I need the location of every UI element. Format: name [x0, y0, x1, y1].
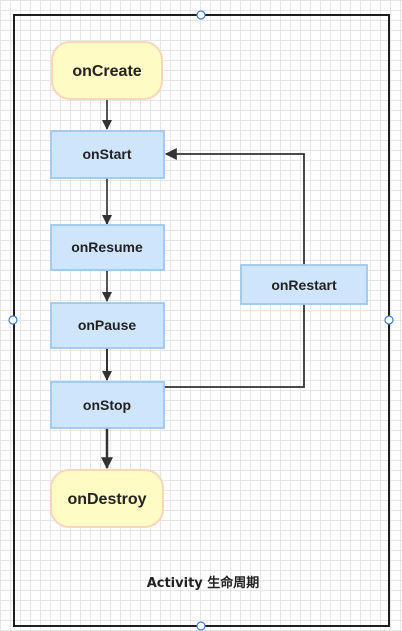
- node-on-create-label: onCreate: [72, 63, 141, 80]
- node-on-destroy-label: onDestroy: [67, 491, 146, 508]
- node-on-stop-label: onStop: [83, 397, 131, 413]
- node-on-resume-label: onResume: [71, 239, 143, 255]
- node-on-start[interactable]: onStart: [50, 130, 165, 179]
- node-on-pause[interactable]: onPause: [50, 302, 165, 349]
- node-on-create-shape: [51, 41, 163, 100]
- node-on-restart-label: onRestart: [271, 277, 337, 293]
- frame-handle-right[interactable]: [384, 315, 394, 325]
- node-on-stop[interactable]: onStop: [50, 381, 165, 429]
- node-on-create[interactable]: onCreate: [51, 41, 163, 100]
- frame-handle-top[interactable]: [196, 10, 206, 20]
- frame-handle-left[interactable]: [8, 315, 18, 325]
- node-on-restart-shape: [240, 264, 368, 305]
- node-on-start-label: onStart: [83, 146, 132, 162]
- node-on-resume[interactable]: onResume: [50, 224, 165, 271]
- node-on-resume-shape: [50, 224, 165, 271]
- node-on-restart[interactable]: onRestart: [240, 264, 368, 305]
- node-on-destroy-shape: [50, 469, 164, 528]
- node-on-pause-label: onPause: [78, 317, 137, 333]
- node-on-pause-shape: [50, 302, 165, 349]
- diagram-caption: Activity 生命周期: [147, 575, 260, 591]
- node-on-destroy[interactable]: onDestroy: [50, 469, 164, 528]
- frame-handle-bottom[interactable]: [196, 621, 206, 631]
- node-on-start-shape: [50, 130, 165, 179]
- node-on-stop-shape: [50, 381, 165, 429]
